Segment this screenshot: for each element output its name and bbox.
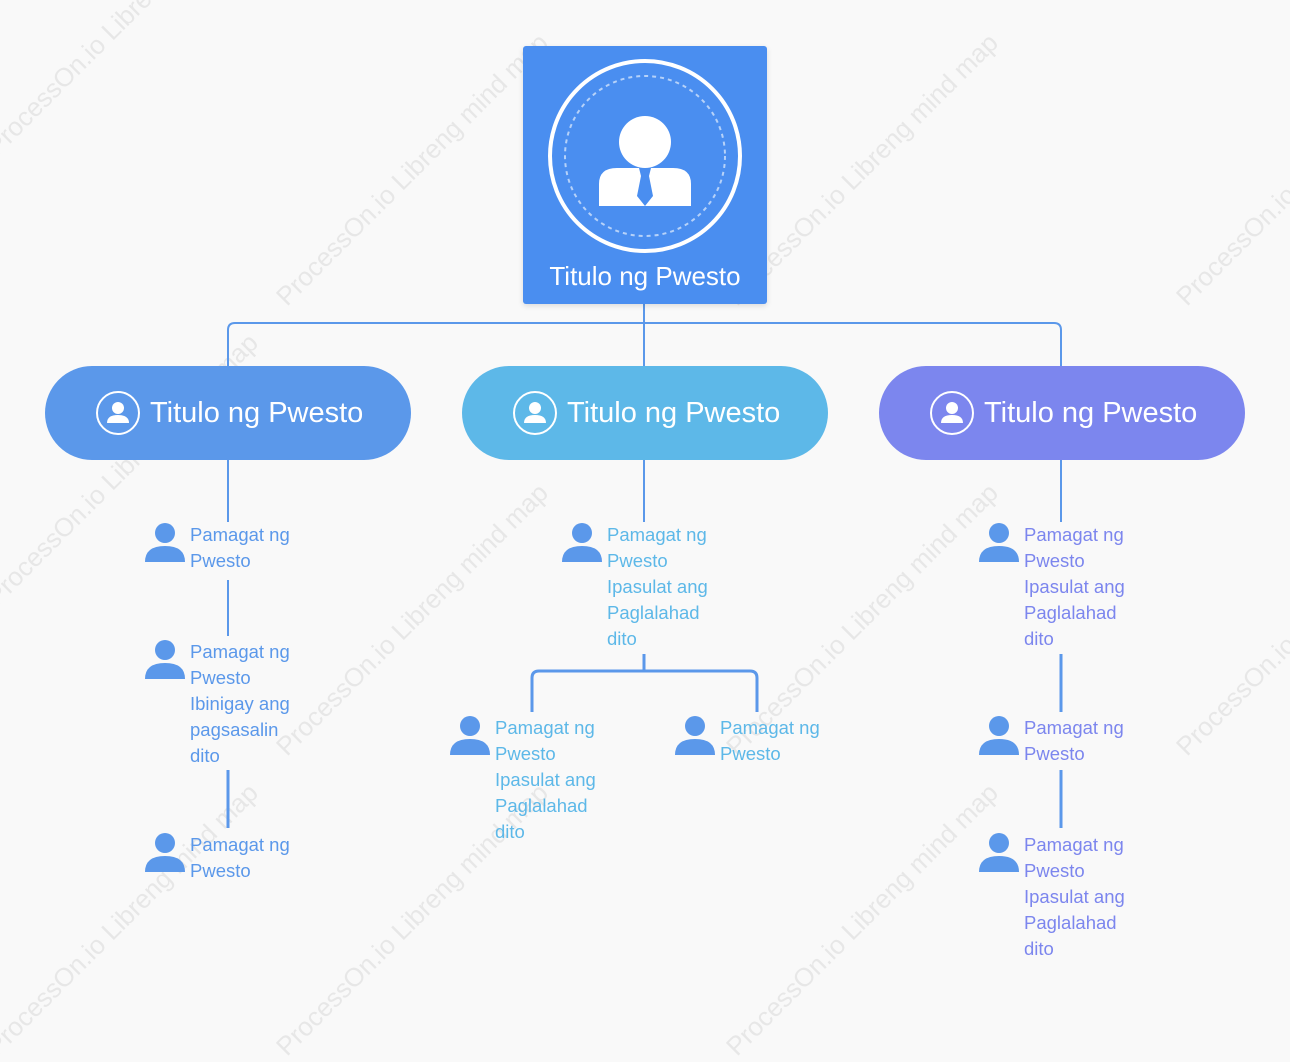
watermark-text: ProcessOn.io Libreng mind map: [0, 0, 264, 162]
node-line: Pamagat ng: [720, 717, 820, 738]
node-line: Ipasulat ang: [1024, 576, 1125, 597]
node-line: Pwesto: [190, 550, 251, 571]
person-icon: [145, 523, 185, 562]
node-line: Pwesto: [1024, 550, 1085, 571]
node-line: Ibinigay ang: [190, 693, 290, 714]
node-line: Ipasulat ang: [607, 576, 708, 597]
person-icon: [145, 640, 185, 679]
user-icon: [96, 391, 140, 435]
node-line: Paglalahad: [607, 602, 700, 623]
node-line: Pamagat ng: [495, 717, 595, 738]
person-icon: [675, 716, 715, 755]
node-line: Pamagat ng: [190, 524, 290, 545]
user-icon: [513, 391, 557, 435]
node-line: Pamagat ng: [1024, 524, 1124, 545]
watermark-text: ProcessOn.io Libreng mind map: [720, 777, 1004, 1062]
node-line: dito: [190, 745, 220, 766]
watermark-text: ProcessOn.io Libreng mind map: [1170, 27, 1290, 312]
person-icon: [562, 523, 602, 562]
connector-b2-bus: [530, 669, 759, 712]
node-line: Pwesto: [190, 667, 251, 688]
branch-3-title: Titulo ng Pwesto: [984, 397, 1198, 429]
person-icon: [979, 716, 1019, 755]
connector-root-bus: [227, 322, 1062, 366]
node-line: dito: [607, 628, 637, 649]
node-line: dito: [495, 821, 525, 842]
person-icon: [979, 523, 1019, 562]
node-line: pagsasalin: [190, 719, 279, 740]
person-icon: [979, 833, 1019, 872]
node-line: Pamagat ng: [607, 524, 707, 545]
node-line: dito: [1024, 938, 1054, 959]
branch-1-pill[interactable]: Titulo ng Pwesto: [45, 366, 411, 460]
node-line: Pwesto: [495, 743, 556, 764]
branch-2-title: Titulo ng Pwesto: [567, 397, 781, 429]
user-icon: [930, 391, 974, 435]
root-title: Titulo ng Pwesto: [549, 261, 741, 291]
node-line: Ipasulat ang: [495, 769, 596, 790]
node-line: Pwesto: [720, 743, 781, 764]
person-icon: [145, 833, 185, 872]
person-icon: [450, 716, 490, 755]
watermark-text: ProcessOn.io Libreng mind map: [0, 777, 264, 1062]
root-position-card[interactable]: Titulo ng Pwesto: [523, 46, 767, 304]
manager-avatar-icon: [548, 59, 742, 253]
node-line: Pwesto: [190, 860, 251, 881]
branch-1-title: Titulo ng Pwesto: [150, 397, 364, 429]
node-line: Pamagat ng: [190, 641, 290, 662]
node-line: dito: [1024, 628, 1054, 649]
node-line: Pamagat ng: [190, 834, 290, 855]
watermark-text: ProcessOn.io Libreng mind map: [1170, 477, 1290, 762]
node-line: Paglalahad: [1024, 912, 1117, 933]
node-line: Ipasulat ang: [1024, 886, 1125, 907]
node-line: Pwesto: [1024, 860, 1085, 881]
node-line: Paglalahad: [495, 795, 588, 816]
node-line: Pamagat ng: [1024, 717, 1124, 738]
node-line: Pwesto: [1024, 743, 1085, 764]
branch-2-pill[interactable]: Titulo ng Pwesto: [462, 366, 828, 460]
node-line: Paglalahad: [1024, 602, 1117, 623]
node-line: Pwesto: [607, 550, 668, 571]
branch-3-pill[interactable]: Titulo ng Pwesto: [879, 366, 1245, 460]
watermark-text: ProcessOn.io Libreng mind map: [270, 27, 554, 312]
node-line: Pamagat ng: [1024, 834, 1124, 855]
